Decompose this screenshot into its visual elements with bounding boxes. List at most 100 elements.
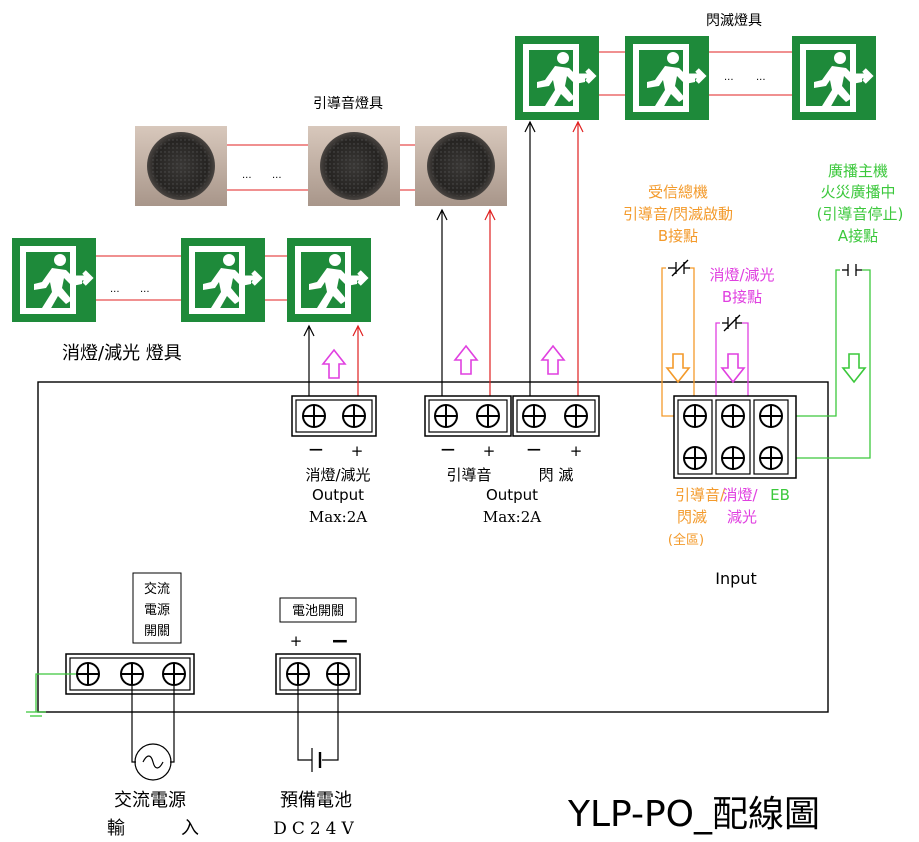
- exit-sign-icon: [792, 36, 876, 120]
- svg-text:−: −: [526, 437, 543, 461]
- sound-light-group: ... ...: [135, 126, 507, 206]
- broadcast-contact-label: 廣播主機 火災廣播中 (引導音停止) A接點: [817, 162, 904, 245]
- svg-text:(全區): (全區): [668, 532, 704, 548]
- svg-text:−: −: [308, 437, 325, 461]
- svg-text:消燈/: 消燈/: [722, 486, 758, 504]
- flash-light-group: ... ...: [515, 36, 876, 120]
- dim-light-group: ... ...: [12, 238, 371, 322]
- svg-text:+: +: [351, 442, 364, 460]
- receiver-b-contact-icon: [668, 259, 690, 277]
- dim-b-contact-icon: [722, 314, 742, 332]
- svg-text:電源: 電源: [144, 603, 170, 618]
- output-polarity: − + − + − +: [308, 437, 583, 461]
- screw-terminal-icon: [434, 404, 458, 428]
- exit-sign-icon: [625, 36, 709, 120]
- output-terminal-sound-flash: [424, 395, 600, 437]
- svg-text:開關: 開關: [144, 624, 170, 639]
- up-arrow-icon: [454, 345, 478, 375]
- screw-terminal-icon: [302, 404, 326, 428]
- dim-contact-label: 消燈/減光 B接點: [709, 266, 774, 306]
- battery-minus: −: [331, 629, 349, 654]
- screw-terminal-icon: [759, 404, 783, 428]
- screw-terminal-icon: [326, 662, 350, 686]
- speaker-icon: [415, 126, 507, 206]
- screw-terminal-icon: [683, 404, 707, 428]
- ellipsis-dots: ...: [272, 170, 282, 181]
- flash-lights-label: 閃滅燈具: [706, 13, 762, 29]
- svg-text:受信總機: 受信總機: [648, 183, 708, 201]
- down-arrow-icon: [666, 353, 690, 383]
- svg-text:引導音/: 引導音/: [675, 486, 726, 504]
- ac-input-label-2b: 入: [181, 818, 199, 839]
- down-arrow-icon: [842, 353, 866, 383]
- output-terminal-dim: [291, 395, 377, 437]
- screw-terminal-icon: [683, 446, 707, 470]
- svg-text:B接點: B接點: [658, 227, 698, 245]
- input-terminal-labels: 引導音/ 閃滅 (全區) 消燈/ 減光 EB: [668, 486, 790, 548]
- svg-text:閃滅: 閃滅: [677, 508, 707, 526]
- svg-text:EB: EB: [770, 486, 790, 504]
- ground-icon: [26, 673, 76, 717]
- svg-text:火災廣播中: 火災廣播中: [820, 183, 895, 201]
- output-dim-label: Output: [312, 486, 364, 504]
- ellipsis-dots: ...: [756, 72, 766, 83]
- svg-text:(引導音停止): (引導音停止): [817, 205, 904, 223]
- battery-plus: +: [290, 632, 303, 650]
- output-dim-name: 消燈/減光: [305, 466, 370, 484]
- screw-terminal-icon: [120, 662, 144, 686]
- output-flash-name: 閃 滅: [539, 466, 574, 484]
- sound-lights-label: 引導音燈具: [313, 95, 383, 112]
- battery-label: 預備電池: [280, 790, 352, 811]
- dim-lights-label: 消燈/減光 燈具: [62, 343, 182, 364]
- diagram-title: YLP-PO_配線圖: [567, 794, 820, 835]
- ac-input-label: 交流電源: [114, 790, 186, 811]
- screw-terminal-icon: [564, 404, 588, 428]
- output-sound-flash-max: Max:2A: [483, 508, 541, 526]
- svg-text:交流: 交流: [144, 581, 170, 597]
- ac-source-wiring: [131, 686, 175, 781]
- output-direction-arrows: [322, 345, 565, 379]
- ellipsis-dots: ...: [110, 284, 120, 295]
- ellipsis-dots: ...: [140, 284, 150, 295]
- svg-text:消燈/減光: 消燈/減光: [709, 266, 774, 284]
- ellipsis-dots: ...: [242, 170, 252, 181]
- svg-text:減光: 減光: [727, 508, 757, 526]
- exit-sign-icon: [287, 238, 371, 322]
- screw-terminal-icon: [721, 404, 745, 428]
- up-arrow-icon: [322, 349, 346, 379]
- svg-text:+: +: [483, 442, 496, 460]
- screw-terminal-icon: [162, 662, 186, 686]
- receiver-contact-label: 受信總機 引導音/閃滅啟動 B接點: [623, 183, 733, 245]
- svg-text:引導音/閃滅啟動: 引導音/閃滅啟動: [623, 205, 733, 223]
- output-dim-max: Max:2A: [309, 508, 367, 526]
- svg-text:−: −: [440, 437, 457, 461]
- output-sound-name: 引導音: [446, 466, 491, 484]
- screw-terminal-icon: [342, 404, 366, 428]
- controller-box: [37, 381, 829, 713]
- exit-sign-icon: [181, 238, 265, 322]
- screw-terminal-icon: [759, 446, 783, 470]
- battery-voltage-label: DC24V: [273, 819, 359, 839]
- screw-terminal-icon: [721, 446, 745, 470]
- svg-text:A接點: A接點: [838, 227, 878, 245]
- screw-terminal-icon: [286, 662, 310, 686]
- output-sound-flash-label: Output: [486, 486, 538, 504]
- screw-terminal-icon: [76, 662, 100, 686]
- up-arrow-icon: [541, 345, 565, 375]
- svg-text:B接點: B接點: [722, 288, 762, 306]
- screw-terminal-icon: [522, 404, 546, 428]
- ellipsis-dots: ...: [724, 72, 734, 83]
- speaker-icon: [308, 126, 400, 206]
- output-wiring: [303, 120, 584, 404]
- battery-terminal-block: [275, 653, 361, 695]
- speaker-icon: [135, 126, 227, 206]
- battery-icon: [297, 686, 339, 772]
- exit-sign-icon: [12, 238, 96, 322]
- ac-switch-label-box: 交流 電源 開關: [132, 572, 182, 644]
- broadcast-a-contact-icon: [842, 264, 862, 276]
- ac-terminal-block: [65, 653, 195, 695]
- input-label: Input: [715, 569, 756, 588]
- svg-text:+: +: [570, 442, 583, 460]
- down-arrow-icon: [721, 353, 745, 383]
